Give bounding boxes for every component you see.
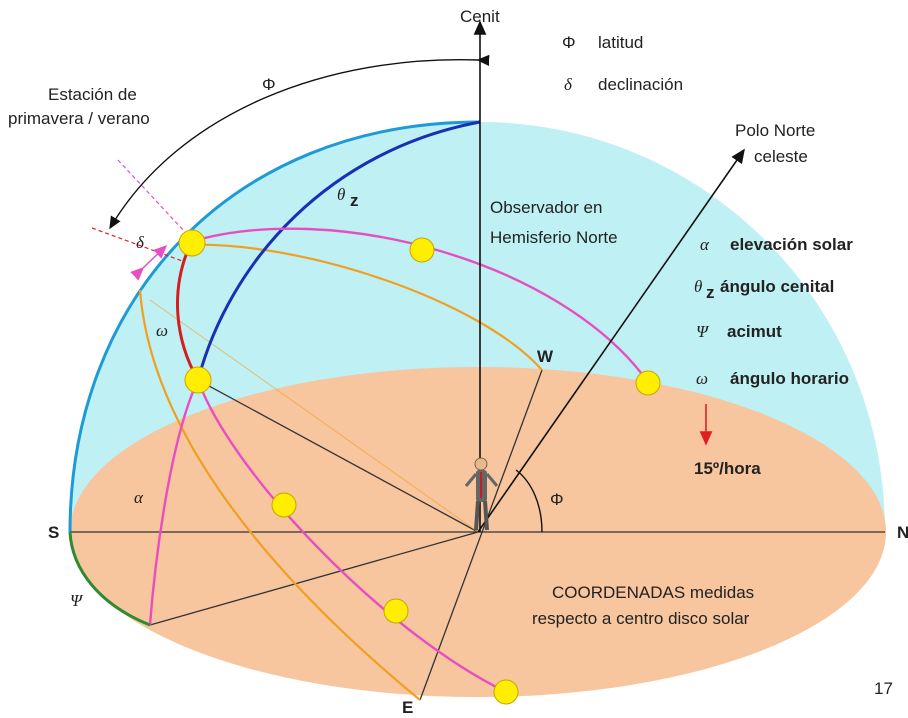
phi-ground-label: Φ (550, 490, 564, 509)
north-pole-label-2: celeste (754, 147, 808, 166)
observer-label-2: Hemisferio Norte (490, 228, 618, 247)
east-west-line (419, 369, 543, 701)
observer-label-1: Observador en (490, 198, 602, 217)
legend-zenith-sub: z (706, 283, 715, 302)
omega-arc-label: ω (156, 321, 168, 340)
latitude-arc-ground (515, 469, 543, 533)
equator-path-1 (184, 243, 543, 371)
legend-azimuth-symbol: Ψ (696, 322, 710, 341)
legend-hour-text: ángulo horario (730, 369, 849, 388)
theta-arc-label: θ (337, 185, 345, 204)
legend-elevation-symbol: α (700, 235, 710, 254)
legend-declination-text: declinación (598, 75, 683, 94)
sun-marker-2 (409, 237, 435, 263)
psi-arc-label: Ψ (70, 591, 84, 610)
observer-figure (464, 457, 499, 531)
celestial-pole-axis (477, 148, 745, 533)
zenith-label: Cenit (460, 7, 500, 26)
legend-hour-symbol: ω (696, 369, 708, 388)
equator-path-2 (138, 289, 421, 701)
coords-label-1: COORDENADAS medidas (552, 583, 754, 602)
sun-marker-4 (271, 492, 297, 518)
alpha-arc-label: α (134, 488, 144, 507)
legend-declination-symbol: δ (564, 75, 573, 94)
sun-to-center-line (197, 379, 479, 533)
sun-marker-3 (635, 370, 661, 396)
coords-label-2: respecto a centro disco solar (532, 609, 750, 628)
declination-dashed-1 (117, 159, 186, 233)
sun-marker-current (184, 366, 212, 394)
theta-arc-sub: z (350, 191, 359, 210)
faint-orange-line (149, 299, 479, 533)
point-w-label: W (537, 347, 554, 366)
legend-rate-text: 15º/hora (694, 459, 761, 478)
sun-path-summer (189, 227, 649, 383)
sun-marker-1 (178, 229, 206, 257)
legend-zenith-symbol: θ (694, 277, 702, 296)
legend-latitude-text: latitud (598, 33, 643, 52)
page-number: 17 (874, 679, 893, 698)
elevation-arc (148, 379, 200, 626)
azimuth-arc (68, 531, 151, 627)
legend: Φ latitud δ declinación α elevación sola… (562, 33, 853, 478)
declination-arrow (130, 244, 168, 281)
latitude-arc-top (109, 54, 490, 230)
legend-latitude-symbol: Φ (562, 33, 576, 52)
point-e-label: E (402, 698, 413, 717)
point-n-label: N (897, 523, 908, 542)
legend-elevation-text: elevación solar (730, 235, 853, 254)
sun-marker-5 (383, 598, 409, 624)
north-pole-label-1: Polo Norte (735, 121, 815, 140)
sun-projection-line (149, 531, 479, 626)
sun-marker-6 (493, 679, 519, 705)
season-label-2: primavera / verano (8, 109, 150, 128)
delta-arc-label: δ (136, 233, 145, 252)
hour-angle-arc (176, 244, 200, 381)
point-s-label: S (48, 523, 59, 542)
season-label-1: Estación de (48, 85, 137, 104)
sun-path-daily (196, 379, 507, 694)
phi-top-label: Φ (262, 75, 276, 94)
legend-zenith-text: ángulo cenital (720, 277, 834, 296)
legend-azimuth-text: acimut (727, 322, 782, 341)
